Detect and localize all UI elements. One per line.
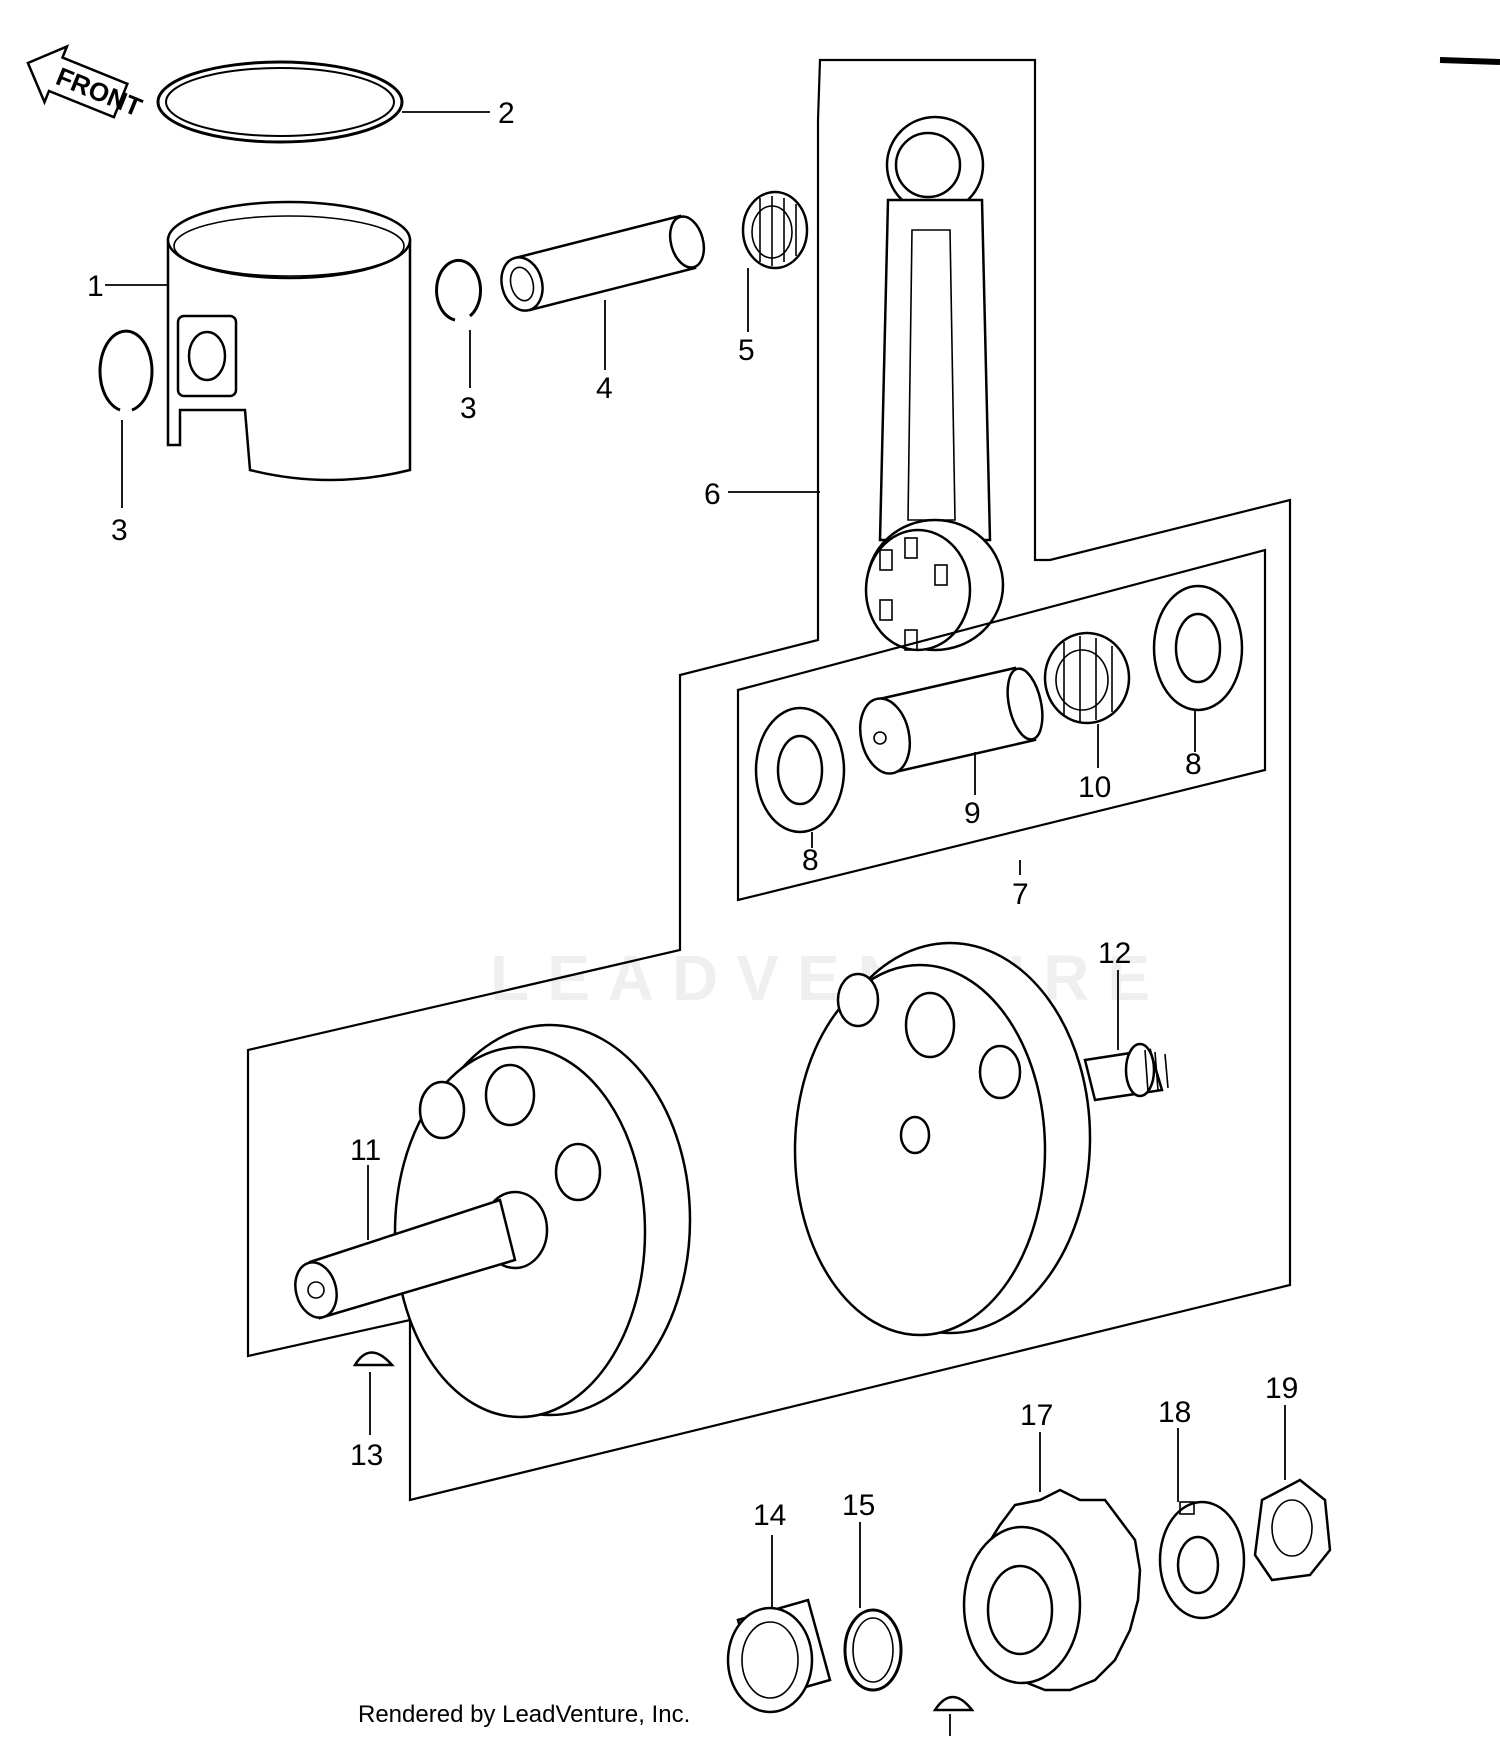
primary-gear (962, 1488, 1142, 1692)
crankshaft-right-half (793, 941, 1169, 1337)
connecting-rod (864, 115, 1005, 652)
callout-8-right: 8 (1185, 748, 1202, 781)
lock-washer (1158, 1500, 1246, 1620)
circlip-left (98, 329, 154, 412)
callouts: 2 1 3 3 4 5 6 7 8 8 9 10 11 12 13 14 15 … (87, 97, 1298, 1532)
callout-2: 2 (498, 97, 515, 130)
callout-6: 6 (704, 478, 721, 511)
crankpin (858, 666, 1044, 775)
small-end-bearing (741, 190, 809, 270)
callout-19: 19 (1265, 1372, 1298, 1405)
front-label: FRONT (52, 61, 146, 122)
callout-17: 17 (1020, 1399, 1053, 1432)
callout-11: 11 (350, 1134, 381, 1167)
watermark-text: LEADVENTURE (490, 942, 1168, 1014)
hex-nut (1253, 1478, 1332, 1582)
credit-text: Rendered by LeadVenture, Inc. (358, 1701, 690, 1728)
piston (166, 200, 412, 482)
callout-13: 13 (350, 1439, 383, 1472)
callout-10: 10 (1078, 771, 1111, 804)
thrust-washer-left (754, 706, 846, 834)
callout-3-right: 3 (460, 392, 477, 425)
corner-mark (1439, 57, 1500, 65)
callout-15: 15 (842, 1489, 875, 1522)
callout-5: 5 (738, 334, 755, 367)
leader-lines (105, 111, 1286, 1736)
callout-1: 1 (87, 270, 104, 303)
circlip-right (435, 258, 483, 322)
callout-7: 7 (1012, 878, 1029, 911)
callout-4: 4 (596, 372, 613, 405)
big-end-bearing (1043, 631, 1131, 725)
woodruff-key-left (352, 1351, 395, 1367)
crankpin-group-box (736, 548, 1267, 902)
callout-12: 12 (1098, 937, 1131, 970)
callout-18: 18 (1158, 1396, 1191, 1429)
piston-ring (156, 60, 404, 144)
crankshaft-left-half (294, 1023, 692, 1419)
callout-8-left: 8 (802, 844, 819, 877)
o-ring (843, 1608, 903, 1692)
woodruff-key-right (932, 1695, 975, 1712)
callout-14: 14 (753, 1499, 786, 1532)
piston-pin (500, 214, 706, 312)
thrust-washer-right (1152, 584, 1244, 712)
crankshaft-sleeve (726, 1598, 832, 1714)
o-ring-inner (852, 1617, 894, 1683)
front-arrow-icon: FRONT (26, 44, 146, 122)
callout-3-left: 3 (111, 514, 128, 547)
callout-9: 9 (964, 797, 981, 830)
